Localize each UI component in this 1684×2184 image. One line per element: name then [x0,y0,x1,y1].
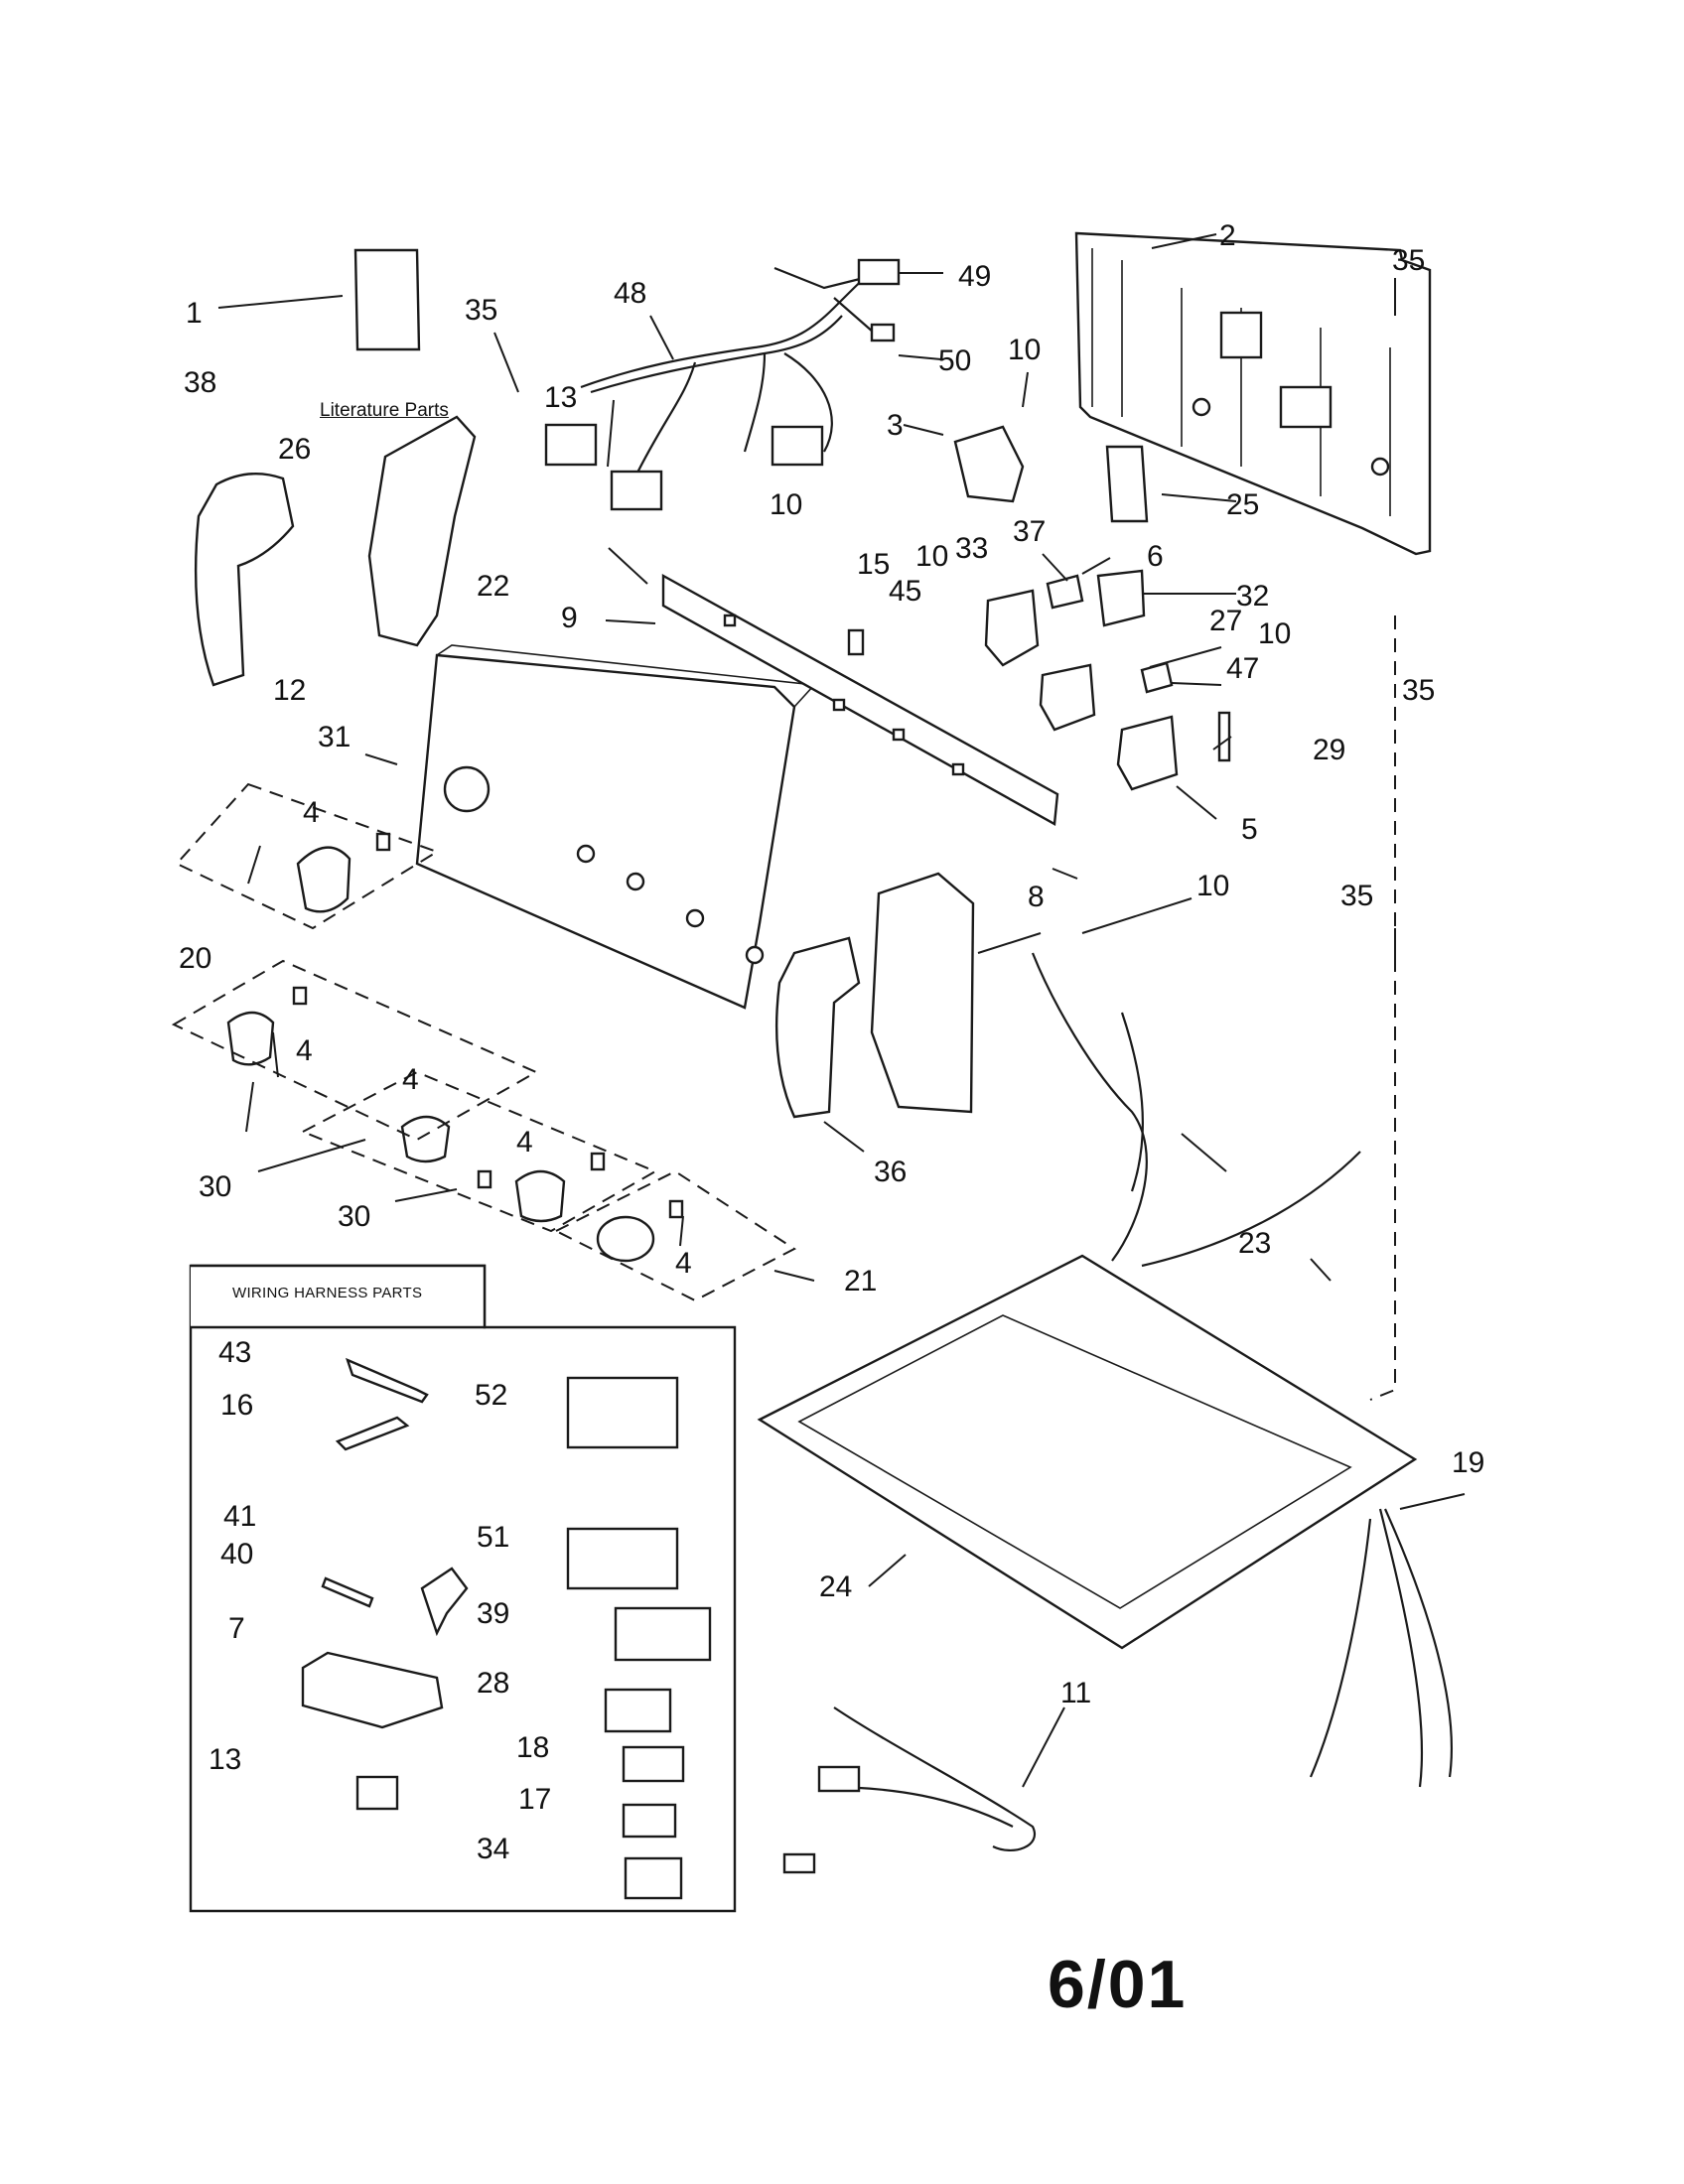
switch-27 [1039,663,1096,732]
date-code: 6/01 [1048,1947,1188,2022]
wiring-harness-parts-box [189,1264,737,1913]
callout-10c: 10 [915,540,948,573]
console-housing [415,644,816,1010]
callout-35a: 35 [465,294,497,327]
left-trim-handle [194,473,295,687]
callout-35c: 35 [1402,674,1435,707]
callout-36: 36 [874,1156,907,1188]
callout-labels: 1 2 3 4 4 4 4 4 5 6 7 8 9 10 10 10 10 10… [179,219,1484,1865]
callout-47: 47 [1226,652,1259,685]
callout-18: 18 [516,1731,549,1764]
part-15 [847,628,865,656]
callout-1: 1 [186,297,203,330]
callout-4c: 4 [402,1063,419,1096]
callout-5: 5 [1241,813,1258,846]
knob-30b [400,1115,451,1163]
callout-31: 31 [318,721,351,753]
clip-25 [1105,445,1149,523]
clip-4c [477,1169,492,1189]
callout-40: 40 [220,1538,253,1570]
knob-20 [296,846,351,913]
callout-35b: 35 [1392,244,1425,277]
callout-24: 24 [819,1570,852,1603]
callout-37: 37 [1013,515,1046,548]
literature-parts-label: Literature Parts [320,400,449,421]
callout-4a: 4 [303,796,320,829]
callout-22: 22 [477,570,509,603]
clip-4a [375,832,391,852]
callout-6: 6 [1147,540,1164,573]
callout-50: 50 [938,344,971,377]
callout-33: 33 [955,532,988,565]
callout-27: 27 [1209,605,1242,637]
backsplash-panel [1074,231,1432,556]
switch-5 [1116,715,1179,791]
callout-45: 45 [889,575,921,608]
switch-32 [1096,569,1146,627]
callout-38: 38 [184,366,216,399]
callout-2: 2 [1219,219,1236,252]
callout-51: 51 [477,1521,509,1554]
right-end-cap [870,872,975,1114]
callout-16: 16 [220,1389,253,1422]
callout-23: 23 [1238,1227,1271,1260]
callout-leaders [217,233,1466,1788]
knob-30c [514,1169,566,1223]
wiring-harness-parts-label: WIRING HARNESS PARTS [232,1285,423,1301]
callout-8: 8 [1028,881,1045,913]
wire-harness [544,258,901,511]
lower-wiring-harness [782,952,1454,1874]
callout-49: 49 [958,260,991,293]
callout-21: 21 [844,1265,877,1297]
callout-19: 19 [1452,1446,1484,1479]
callout-29: 29 [1313,734,1345,766]
knob-30a [226,1011,275,1066]
callout-4d: 4 [516,1126,533,1159]
left-end-cap [367,415,477,647]
callout-35d: 35 [1340,880,1373,912]
callout-17: 17 [518,1783,551,1816]
callout-10b: 10 [770,488,802,521]
callout-4e: 4 [675,1247,692,1280]
switch-37 [1046,574,1084,610]
callout-26: 26 [278,433,311,466]
callout-43: 43 [218,1336,251,1369]
callout-25: 25 [1226,488,1259,521]
callout-15: 15 [857,548,890,581]
right-trim-handle [774,936,861,1119]
callout-20: 20 [179,942,211,975]
callout-9: 9 [561,602,578,634]
callout-10a: 10 [1008,334,1041,366]
clip-4d [590,1152,606,1171]
callout-41: 41 [223,1500,256,1533]
callout-13b: 13 [209,1743,241,1776]
callout-32: 32 [1236,580,1269,613]
callout-52: 52 [475,1379,507,1412]
callout-34: 34 [477,1833,509,1865]
knob-21 [596,1215,655,1263]
callout-3: 3 [887,409,904,442]
main-top [757,1254,1418,1650]
control-bracket [661,573,1059,826]
switch-3 [953,425,1025,503]
callout-11: 11 [1060,1677,1091,1709]
callout-10d: 10 [1258,617,1291,650]
switch-33 [984,589,1040,667]
callout-39: 39 [477,1597,509,1630]
clip-4b [292,986,308,1006]
callout-7: 7 [228,1612,245,1645]
callout-30b: 30 [338,1200,370,1233]
literature-booklet [353,248,421,351]
callout-12: 12 [273,674,306,707]
clip-4e [668,1199,684,1219]
callout-4b: 4 [296,1034,313,1067]
part-29 [1217,711,1231,762]
callout-48: 48 [614,277,646,310]
callout-30a: 30 [199,1170,231,1203]
callout-13a: 13 [544,381,577,414]
callout-28: 28 [477,1667,509,1700]
switch-47 [1140,661,1174,694]
callout-10e: 10 [1196,870,1229,902]
